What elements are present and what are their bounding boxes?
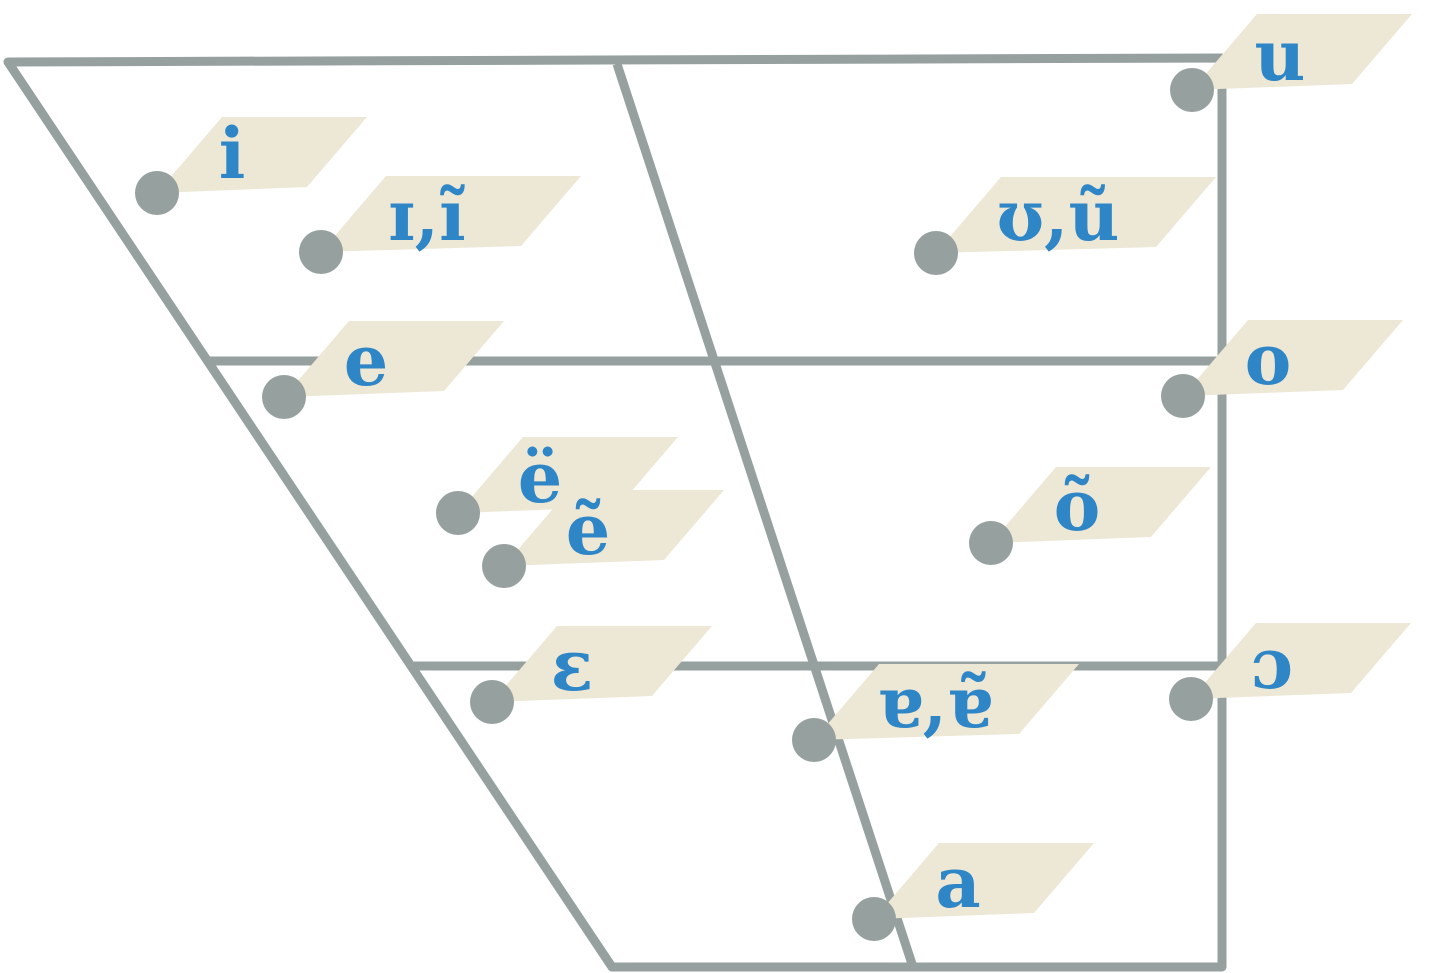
vowel-dot (135, 171, 179, 215)
vowel-label-tag (157, 117, 367, 193)
vowel-symbol: ẽ (566, 488, 611, 571)
vowel-marker-ih: ɪ,ĩ (299, 174, 581, 274)
vowel-marker-u: u (1170, 14, 1412, 112)
vowel-label-tag (991, 467, 1211, 543)
vowel-marker-epsilon: ɛ (470, 624, 712, 724)
vowel-dot (852, 897, 896, 941)
vowel-label-tag (814, 664, 1079, 740)
vowel-dot (792, 718, 836, 762)
vowel-symbol: õ (1054, 464, 1101, 547)
vowel-label-tag (1192, 14, 1412, 90)
vowel-marker-turned-a: ɐ,ɐ̃ (792, 661, 1079, 762)
vowel-symbol: o (1245, 318, 1292, 401)
vowel-symbol: i (219, 112, 246, 195)
vowel-dot (470, 680, 514, 724)
vowel-symbol: ɪ,ĩ (388, 174, 466, 257)
vowel-marker-open-o: ɔ (1169, 622, 1411, 721)
vowel-symbol: e (344, 319, 389, 402)
vowel-symbol: ɛ (551, 624, 594, 707)
vowel-label-tag (874, 843, 1094, 919)
vowel-symbol: a (935, 841, 980, 924)
vowel-label-tag (284, 321, 504, 397)
vowel-dot (262, 375, 306, 419)
vowel-symbol: u (1255, 14, 1306, 97)
vowel-dot (436, 491, 480, 535)
vowel-markers: i ɪ,ĩ ʊ,ũ u e o ëẽ õ ɛ ɐ,ɐ̃ ɔ a (135, 14, 1412, 941)
vowel-label-tag (504, 490, 724, 566)
vowel-symbol: ë (518, 436, 563, 519)
central-divider (612, 62, 918, 969)
vowel-marker-e: e (262, 319, 504, 419)
vowel-marker-i: i (135, 112, 367, 215)
vowel-marker-uh: ʊ,ũ (914, 174, 1216, 275)
vowel-dot (1161, 374, 1205, 418)
vowel-dot (299, 230, 343, 274)
vowel-label-tag (1183, 320, 1403, 396)
vowel-marker-a: a (852, 841, 1094, 941)
vowel-marker-o-tilde: õ (969, 464, 1211, 565)
vowel-dot (1170, 68, 1214, 112)
vowel-marker-o: o (1161, 318, 1403, 418)
vowel-symbol: ɔ (1251, 622, 1294, 705)
vowel-label-tag (321, 176, 581, 252)
vowel-label-tag (1191, 623, 1411, 699)
vowel-dot (482, 544, 526, 588)
vowel-label-tag (492, 626, 712, 702)
vowel-dot (969, 521, 1013, 565)
vowel-dot (914, 231, 958, 275)
vowel-dot (1169, 677, 1213, 721)
vowel-marker-e-tilde: ẽ (482, 488, 724, 588)
vowel-symbol: ɐ,ɐ̃ (877, 661, 992, 744)
trapezoid-outline (3, 53, 1227, 972)
vowel-label-tag (936, 177, 1216, 253)
vowel-symbol: ʊ,ũ (997, 174, 1120, 257)
